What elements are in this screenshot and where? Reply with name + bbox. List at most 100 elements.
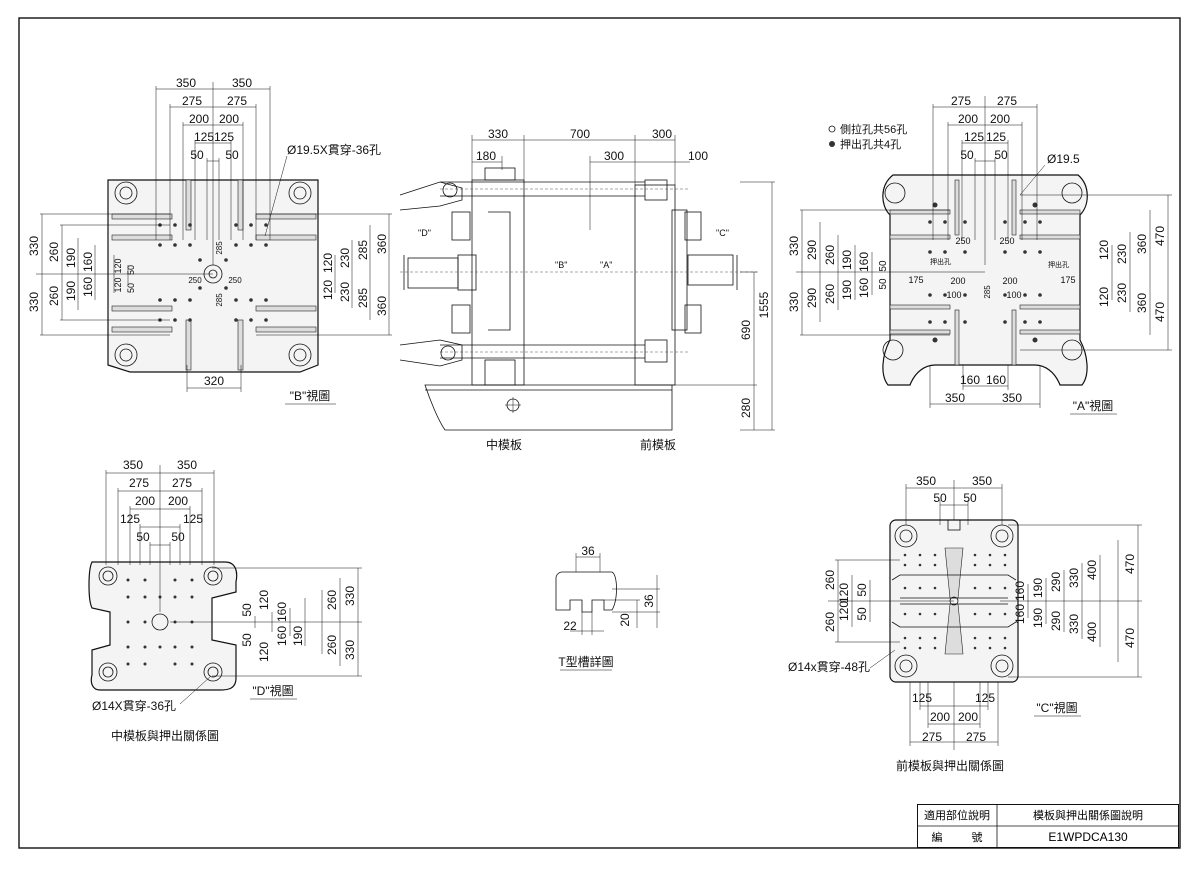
side-dim-top-3: 300: [652, 127, 672, 141]
c-view: 350 350 50 50 260 120 50 120 260 50 160 …: [788, 474, 1142, 773]
a-dim-inner-4: 200: [1002, 276, 1017, 286]
t-dim-1: 36: [581, 544, 595, 558]
a-dim-left-2: 290: [805, 240, 819, 260]
b-dim-left-11: 120: [113, 277, 123, 292]
side-dim-right-1: 1555: [757, 291, 771, 318]
a-dim-right-8: 470: [1153, 302, 1167, 322]
d-dim-right-5: 330: [343, 586, 357, 606]
front-platen-caption: 前模板: [640, 437, 676, 452]
title-block: 適用部位說明 模板與押出關係圖說明 編 號 E1WPDCA130: [917, 804, 1179, 848]
c-dim-right-7: 160: [1013, 604, 1027, 624]
d-view-plate: [88, 561, 238, 691]
b-dim-left-5: 120: [113, 258, 123, 273]
b-dim-inner-2: 250: [188, 276, 202, 285]
d-dim-right-2: 120: [257, 590, 271, 610]
b-dim-inner-3: 250: [228, 276, 242, 285]
a-dim-inner-9: 285: [983, 285, 992, 299]
title-block-grid: [917, 804, 1179, 848]
a-view: 側拉孔共56孔 押出孔共4孔 275 275 200 200 125 125 5…: [787, 94, 1172, 415]
d-section-caption: 中模板與押出關係圖: [111, 728, 219, 743]
c-dim-right-4: 330: [1067, 568, 1081, 588]
d-view-center-hole: [151, 613, 169, 631]
front-platen: [634, 184, 676, 386]
t-dim-3: 22: [563, 619, 577, 633]
a-dim-left-1: 330: [787, 236, 801, 256]
a-inner-note-1: 押出孔: [930, 257, 951, 266]
b-dim-top-2: 350: [232, 76, 252, 90]
a-dim-left-4: 190: [840, 250, 854, 270]
c-dim-bottom-3: 200: [930, 710, 950, 724]
side-dim-right-3: 280: [739, 398, 753, 418]
c-dim-right-2: 190: [1031, 578, 1045, 598]
a-dim-top-3: 200: [958, 112, 978, 126]
b-view-caption: "B"視圖: [290, 388, 331, 403]
b-dim-right-2: 285: [356, 240, 370, 260]
c-dim-right-8: 190: [1031, 608, 1045, 628]
b-view-bolt-holes: [158, 223, 268, 322]
d-dim-right-9: 190: [291, 626, 305, 646]
d-dim-top-9: 50: [136, 530, 150, 544]
a-view-caption: "A"視圖: [1073, 398, 1114, 413]
d-dim-right-8: 160: [275, 626, 289, 646]
b-view-hole-note: Ø19.5X貫穿-36孔: [287, 142, 381, 157]
a-dim-inner-3: 200: [950, 276, 965, 286]
d-dim-right-7: 120: [257, 642, 271, 662]
d-dim-right-4: 260: [325, 590, 339, 610]
a-view-hole-note: Ø19.5: [1047, 152, 1080, 166]
b-dim-right-3: 230: [338, 248, 352, 268]
b-dim-top-7: 125: [194, 130, 214, 144]
c-view-t-slots: [891, 519, 1017, 655]
d-dim-top-5: 200: [135, 494, 155, 508]
b-dim-left-2: 260: [47, 242, 61, 262]
d-dim-right-3: 160: [275, 602, 289, 622]
b-view-tie-bar-holes: [114, 181, 312, 367]
d-dim-top-1: 350: [123, 458, 143, 472]
tie-bars: [440, 181, 690, 359]
a-dim-inner-7: 100: [946, 290, 961, 300]
t-slot-profile: [555, 571, 617, 613]
d-dim-right-1: 50: [240, 603, 254, 617]
a-dim-right-4: 120: [1097, 240, 1111, 260]
side-dim-top-6: 100: [688, 149, 708, 163]
c-dim-top-3: 50: [933, 491, 947, 505]
side-dim-top-2: 700: [570, 127, 590, 141]
b-dim-inner-1: 285: [215, 241, 224, 255]
c-view-hole-note: Ø14x貫穿-48孔: [788, 659, 870, 674]
b-dim-left-8: 260: [47, 286, 61, 306]
a-inner-note-2: 押出孔: [1048, 260, 1069, 269]
c-view-caption: "C"視圖: [1036, 700, 1077, 715]
d-view-hole-note: Ø14X貫穿-36孔: [92, 698, 176, 713]
b-dim-top-4: 275: [227, 94, 247, 108]
b-dim-left-6: 50: [126, 265, 136, 275]
a-legend-open-hole-icon: [828, 125, 836, 133]
a-dim-left-12: 50: [878, 278, 889, 290]
a-view-t-slots: [889, 179, 1081, 366]
a-dim-top-1: 275: [951, 94, 971, 108]
c-view-bolt-holes: [903, 553, 1007, 650]
c-view-tie-bar-holes: [894, 524, 1014, 678]
a-view-dim-lines: [796, 96, 1172, 408]
a-dim-right-5: 120: [1097, 287, 1111, 307]
title-block-value-1: 模板與押出關係圖說明: [1033, 810, 1143, 822]
c-dim-bottom-6: 275: [966, 730, 986, 744]
b-dim-left-1: 330: [27, 236, 41, 256]
title-block-label-2b: 號: [971, 832, 983, 844]
middle-platen-caption: 中模板: [486, 437, 522, 452]
title-block-drawing-number: E1WPDCA130: [1048, 830, 1128, 844]
a-legend-2: 押出孔共4孔: [840, 137, 901, 151]
b-dim-top-8: 125: [214, 130, 234, 144]
b-dim-top-6: 200: [219, 112, 239, 126]
b-dim-right-1: 360: [375, 234, 389, 254]
a-dim-top-8: 50: [994, 148, 1008, 162]
b-dim-bottom: 320: [204, 374, 224, 388]
b-dim-top-1: 350: [176, 76, 196, 90]
b-dim-top-10: 50: [225, 148, 239, 162]
b-dim-right-8: 360: [375, 296, 389, 316]
c-dim-right-10: 330: [1067, 614, 1081, 634]
c-dim-top-4: 50: [963, 491, 977, 505]
a-dim-left-9: 260: [823, 284, 837, 304]
d-dim-top-2: 350: [177, 458, 197, 472]
side-dim-top-4: 180: [476, 149, 496, 163]
a-dim-inner-6: 175: [1060, 275, 1075, 285]
